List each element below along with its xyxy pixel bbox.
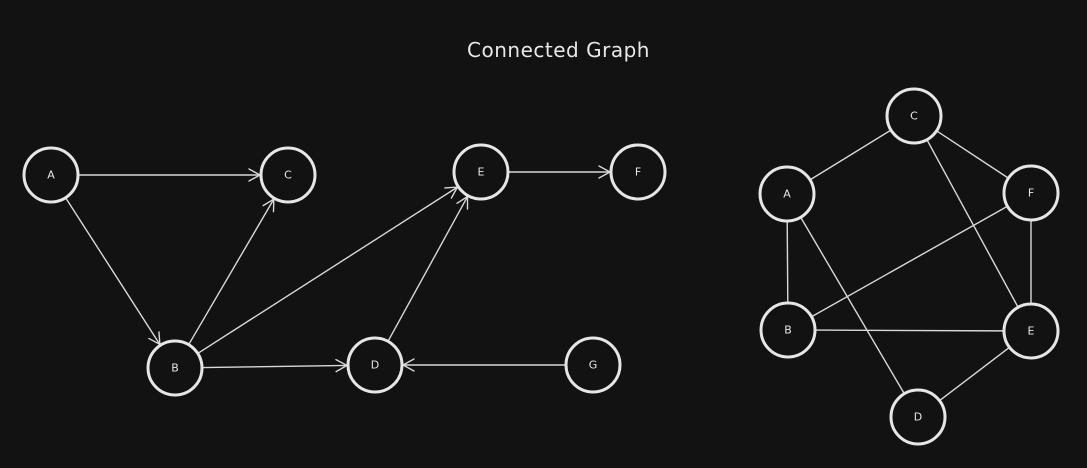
node-label: A (783, 188, 791, 201)
undirected-edge-c-f (936, 130, 1008, 179)
directed-node-b: B (146, 339, 204, 397)
directed-node-f: F (609, 143, 667, 201)
directed-edge-a-b (65, 197, 161, 346)
undirected-node-c: C (885, 87, 943, 145)
node-label: D (371, 359, 379, 372)
undirected-node-d: D (889, 388, 947, 446)
directed-edge-b-c (188, 197, 275, 346)
directed-edge-g-d (401, 358, 566, 372)
directed-edge-b-e (197, 186, 459, 355)
undirected-edge-b-e (814, 329, 1004, 332)
undirected-edge-a-d (800, 216, 905, 394)
directed-node-a: A (22, 146, 80, 204)
undirected-edge-c-e (926, 139, 1019, 307)
node-label: A (47, 169, 55, 182)
undirected-node-b: B (759, 301, 817, 359)
undirected-node-e: E (1002, 302, 1060, 360)
undirected-edge-a-b (786, 220, 789, 303)
node-label: G (589, 359, 598, 372)
undirected-edge-e-d (939, 346, 1010, 401)
node-label: F (635, 166, 641, 179)
directed-node-e: E (452, 143, 510, 201)
undirected-edge-a-c (809, 130, 891, 181)
node-label: D (914, 411, 922, 424)
page-title: Connected Graph (467, 38, 650, 62)
directed-edge-e-f (508, 165, 612, 179)
directed-node-d: D (346, 336, 404, 394)
directed-edge-a-c (78, 168, 262, 182)
node-label: E (478, 166, 485, 179)
directed-edge-b-d (201, 358, 349, 373)
undirected-node-a: A (758, 165, 816, 223)
node-label: C (284, 169, 292, 182)
node-label: B (171, 362, 179, 375)
directed-edge-d-e (387, 195, 469, 342)
undirected-edge-b-f (811, 206, 1007, 318)
node-label: B (784, 324, 792, 337)
node-label: C (910, 110, 918, 123)
node-label: F (1028, 187, 1034, 200)
node-label: E (1028, 325, 1035, 338)
directed-node-c: C (259, 146, 317, 204)
undirected-node-f: F (1002, 164, 1060, 222)
directed-node-g: G (564, 336, 622, 394)
